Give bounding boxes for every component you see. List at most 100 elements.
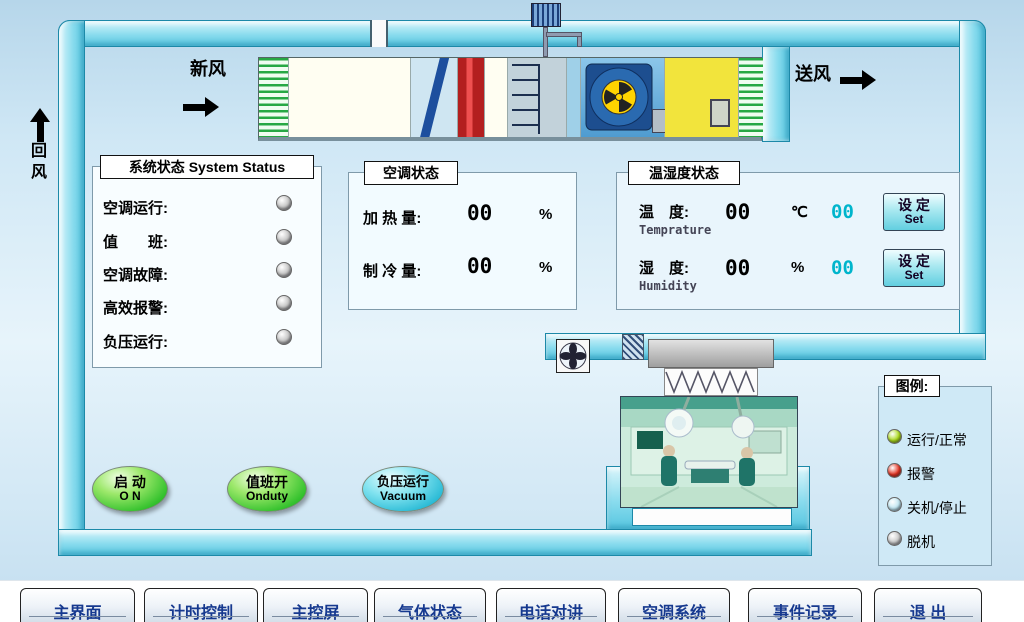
legend-item-label: 运行/正常: [907, 432, 967, 448]
status-led-icon: [276, 229, 292, 245]
status-led-icon: [276, 195, 292, 211]
legend-item-label: 关机/停止: [907, 500, 967, 516]
damper-hatch-icon: [622, 334, 644, 360]
supply-plenum: [648, 339, 774, 368]
vacuum-button-label-cn: 负压运行: [376, 474, 429, 490]
humidity-set-button[interactable]: 设 定 Set: [883, 249, 945, 287]
nav-intercom-button[interactable]: 电话对讲: [496, 588, 606, 622]
supply-air-duct: [959, 20, 986, 360]
ahu-filter-section: [411, 58, 458, 137]
supply-air-arrow-icon: [840, 70, 876, 90]
nav-event-log-button[interactable]: 事件记录: [748, 588, 862, 622]
ahu-coil-right-icon: [739, 58, 763, 137]
humidity-unit: %: [791, 259, 805, 276]
fan-motor-icon: [652, 109, 666, 133]
cooling-label: 制 冷 量:: [363, 263, 422, 280]
nav-main-screen-button[interactable]: 主界面: [20, 588, 135, 622]
temperature-setpoint: 00: [831, 201, 854, 223]
humidity-label: 湿 度:: [639, 260, 689, 277]
ac-status-panel: 加 热 量: 00 % 制 冷 量: 00 %: [348, 172, 577, 310]
supply-air-label: 送风: [795, 64, 831, 84]
roof-fan-pipe: [543, 27, 548, 57]
ahu-mixing-section: [289, 58, 411, 137]
ahu-fan-icon: [585, 63, 653, 131]
top-duct: [58, 20, 986, 47]
heating-value: 00: [467, 201, 493, 225]
temperature-label: 温 度:: [639, 204, 689, 221]
heating-label: 加 热 量:: [363, 210, 422, 227]
ahu-coil-left-icon: [259, 58, 289, 137]
fresh-air-label: 新风: [190, 59, 226, 79]
vacuum-button[interactable]: 负压运行 Vacuum: [362, 466, 444, 512]
nav-gas-status-button[interactable]: 气体状态: [374, 588, 486, 622]
ahu-control-section: [665, 58, 739, 137]
temp-humidity-panel: 温 度: Temprature 00 ℃ 00 设 定 Set 湿 度: Hum…: [616, 172, 960, 310]
start-button-label-en: O N: [119, 489, 141, 504]
start-button-label-cn: 启 动: [114, 473, 146, 490]
hepa-filter-icon: [664, 368, 758, 396]
legend-led-icon: [887, 463, 902, 478]
temp-humidity-panel-title: 温湿度状态: [628, 161, 740, 185]
return-air-label: 回风: [28, 142, 45, 184]
cooling-value: 00: [467, 254, 493, 278]
ac-status-panel-title: 空调状态: [364, 161, 458, 185]
temperature-unit: ℃: [791, 204, 808, 221]
exhaust-fan-icon: [556, 339, 590, 373]
status-led-icon: [276, 262, 292, 278]
status-row-label: 空调运行:: [103, 200, 168, 217]
status-led-icon: [276, 329, 292, 345]
legend-led-icon: [887, 429, 902, 444]
roof-fan-pipe-stub: [577, 36, 582, 47]
ahu-coil-pipes-section: [508, 58, 567, 137]
humidity-setpoint: 00: [831, 257, 854, 279]
heating-unit: %: [539, 206, 553, 223]
legend-panel: 运行/正常 报警 关机/停止 脱机: [878, 386, 992, 566]
filter-diagonal-icon: [417, 58, 451, 137]
legend-led-icon: [887, 531, 902, 546]
set-button-label-en: Set: [904, 212, 924, 227]
nav-ac-system-button[interactable]: 空调系统: [618, 588, 730, 622]
set-button-label-en: Set: [904, 268, 924, 283]
onduty-button-label-en: Onduty: [246, 489, 288, 504]
ahu-spacer-section: [485, 58, 508, 137]
return-air-duct: [58, 20, 85, 556]
status-row-label: 值 班:: [103, 234, 168, 251]
set-button-label-cn: 设 定: [898, 253, 930, 270]
ahu-divider-section: [567, 58, 581, 137]
operating-room-image: [620, 396, 798, 508]
onduty-button[interactable]: 值班开 Onduty: [227, 466, 307, 512]
legend-item-label: 报警: [907, 466, 935, 482]
nav-exit-button[interactable]: 退 出: [874, 588, 982, 622]
bottom-duct: [58, 529, 812, 556]
status-row-label: 负压运行:: [103, 334, 168, 351]
legend-panel-title: 图例:: [884, 375, 940, 397]
onduty-button-label-cn: 值班开: [246, 473, 288, 490]
return-air-arrow-icon: [30, 108, 50, 142]
temperature-sublabel: Temprature: [639, 223, 712, 237]
status-row-label: 空调故障:: [103, 267, 168, 284]
set-button-label-cn: 设 定: [898, 197, 930, 214]
duct-damper-icon: [370, 20, 388, 47]
nav-main-control-button[interactable]: 主控屏: [263, 588, 368, 622]
temperature-value: 00: [725, 200, 751, 224]
humidity-sublabel: Humidity: [639, 279, 697, 293]
status-row-label: 高效报警:: [103, 300, 168, 317]
roof-fan-icon: [531, 3, 561, 27]
temperature-set-button[interactable]: 设 定 Set: [883, 193, 945, 231]
cooling-unit: %: [539, 259, 553, 276]
ahu-heater-section: [458, 58, 485, 137]
fresh-air-arrow-icon: [183, 97, 219, 117]
roof-fan-pipe-arm: [546, 32, 582, 37]
control-box-icon: [710, 99, 730, 127]
ahu-outlet-duct: [762, 46, 790, 142]
nav-timer-control-button[interactable]: 计时控制: [144, 588, 258, 622]
system-status-panel-title: 系统状态 System Status: [100, 155, 314, 179]
system-status-panel: 空调运行: 值 班: 空调故障: 高效报警: 负压运行:: [92, 166, 322, 368]
room-return-grille: [632, 508, 792, 526]
start-button[interactable]: 启 动 O N: [92, 466, 168, 512]
air-handling-unit: [258, 57, 763, 141]
humidity-value: 00: [725, 256, 751, 280]
status-led-icon: [276, 295, 292, 311]
legend-led-icon: [887, 497, 902, 512]
